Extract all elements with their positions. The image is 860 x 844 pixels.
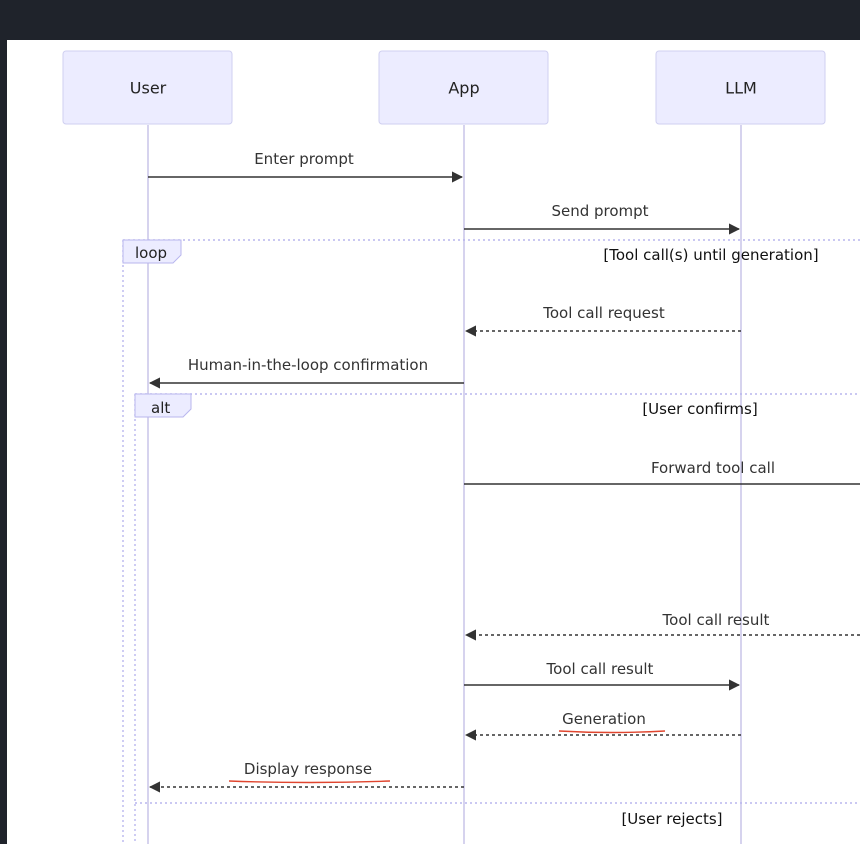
- alt-label: alt: [151, 399, 170, 417]
- message-generation-label: Generation: [562, 710, 646, 728]
- alt-condition: [User confirms]: [642, 400, 757, 418]
- loop-label: loop: [135, 244, 167, 262]
- actor-app: App: [378, 50, 549, 125]
- actor-llm: LLM: [655, 50, 826, 125]
- sequence-diagram: User App LLM Enter prompt Send prompt lo…: [7, 40, 860, 844]
- actor-user: User: [62, 50, 233, 125]
- alt-frame: alt [User confirms]: [134, 393, 860, 844]
- message-tool-call-result-in-label: Tool call result: [662, 611, 770, 629]
- actor-app-label: App: [448, 79, 479, 98]
- message-forward-tool-call-label: Forward tool call: [651, 459, 775, 477]
- message-display-response-label: Display response: [244, 760, 372, 778]
- loop-condition: [Tool call(s) until generation]: [603, 246, 818, 264]
- alt-else-condition: [User rejects]: [621, 810, 722, 828]
- message-tool-call-result-out-label: Tool call result: [546, 660, 654, 678]
- top-bar: [0, 0, 860, 40]
- alt-else-section: [User rejects]: [135, 802, 860, 828]
- actor-user-label: User: [130, 79, 167, 98]
- alt-tab: [134, 393, 192, 418]
- diagram-svg: User App LLM Enter prompt Send prompt lo…: [62, 50, 860, 844]
- message-enter-prompt-label: Enter prompt: [254, 150, 354, 168]
- spellcheck-underline-generation: [558, 730, 666, 734]
- message-tool-call-request-label: Tool call request: [542, 304, 665, 322]
- loop-frame: loop [Tool call(s) until generation]: [122, 239, 860, 844]
- actor-llm-label: LLM: [725, 79, 757, 98]
- spellcheck-underline-display: [228, 780, 391, 784]
- message-confirmation-label: Human-in-the-loop confirmation: [188, 356, 428, 374]
- message-send-prompt-label: Send prompt: [551, 202, 648, 220]
- loop-tab: [122, 239, 182, 264]
